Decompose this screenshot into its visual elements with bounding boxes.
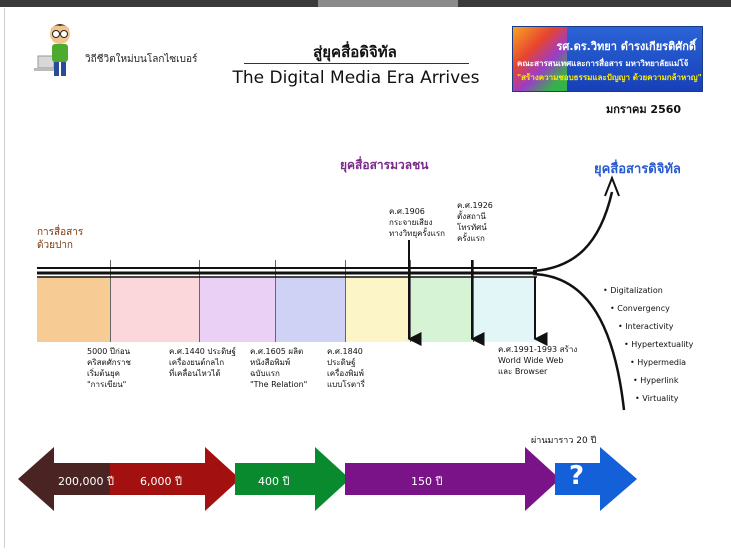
event-text: ค.ศ.1906 กระจายเสียง ทางวิทยุครั้งแรก [389,207,445,238]
event-text: ค.ศ.1440 ประดิษฐ์ เครื่องยนต์กลไก ที่เคล… [169,347,236,378]
era-oral: การสื่อสาร ด้วยปาก [37,226,83,252]
feature-convergency: Convergency [610,304,670,313]
author-name: รศ.ดร.วิทยา ดำรงเกียรติศักดิ์ [556,40,696,53]
author-slogan: "สร้างความชอบธรรมและปัญญา ด้วยความกล้าหา… [517,73,702,82]
title-thai: สู่ยุคสื่อดิจิทัล [313,43,397,61]
event-label-radio: ค.ศ.1906 กระจายเสียง ทางวิทยุครั้งแรก [389,206,445,239]
segment-mechanical [199,277,275,342]
author-faculty: คณะสารสนเทศและการสื่อสาร มหาวิทยาลัยแม่โ… [517,59,689,68]
duration-label: 200,000 ปี [58,475,114,488]
event-text: ค.ศ.1840 ประดิษฐ์ เครื่องพิมพ์ แบบโรตารี… [327,347,365,389]
feature-virtuality: Virtuality [635,394,678,403]
duration-label: 400 ปี [258,475,290,488]
duration-label: 6,000 ปี [140,475,182,488]
segment-divider [110,260,111,342]
segment-divider [473,260,474,342]
date: มกราคม 2560 [606,103,682,116]
left-rule [4,8,5,548]
segment-radio [410,277,473,342]
segment-newspaper [275,277,345,342]
era-digital-media: ยุคสื่อสารดิจิทัล [594,162,681,177]
arrow-duration-6000 [110,447,240,511]
author-card: รศ.ดร.วิทยา ดำรงเกียรติศักดิ์ คณะสารสนเท… [512,26,703,92]
digital-fork-down [532,272,626,411]
event-label-newspaper: ค.ศ.1605 ผลิต หนังสือพิมพ์ ฉบับแรก "The … [250,346,307,390]
era-mass-media: ยุคสื่อสารมวลชน [340,158,429,172]
feature-interactivity: Interactivity [618,322,673,331]
arrow-duration-future [555,447,637,511]
title-underline [244,63,469,64]
digital-fork-arrowhead [604,175,620,197]
event-text: ค.ศ.1926 ตั้งสถานี โทรทัศน์ ครั้งแรก [457,201,493,243]
card-burst-graphic [513,27,567,91]
digital-fork-up [532,191,614,273]
blogger-mascot-logo [34,24,70,76]
arrow-duration-400 [235,447,350,511]
duration-label: 150 ปี [411,475,443,488]
segment-divider [345,260,346,342]
feature-hypermedia: Hypermedia [630,358,686,367]
future-question-mark: ? [569,461,585,491]
blog-name: วิถีชีวิตใหม่บนโลกไซเบอร์ [85,54,198,65]
segment-television [473,277,536,342]
event-text: 5000 ปีก่อน คริสตศักราช เริ่มต้นยุค "การ… [87,347,131,389]
feature-hypertextuality: Hypertextuality [624,340,693,349]
event-label-rotary-print: ค.ศ.1840 ประดิษฐ์ เครื่องพิมพ์ แบบโรตารี… [327,346,365,390]
top-bar-tab [318,0,458,7]
event-label-television: ค.ศ.1926 ตั้งสถานี โทรทัศน์ ครั้งแรก [457,200,493,244]
arrow-duration-200000 [18,447,118,511]
event-label-writing: 5000 ปีก่อน คริสตศักราช เริ่มต้นยุค "การ… [87,346,131,390]
segment-oral [37,277,110,342]
event-label-www: ค.ศ.1991-1993 สร้าง World Wide Web และ B… [498,344,577,377]
feature-digitalization: Digitalization [603,286,663,295]
segment-divider [275,260,276,342]
arrow-duration-150 [345,447,560,511]
event-label-mechanical: ค.ศ.1440 ประดิษฐ์ เครื่องยนต์กลไก ที่เคล… [169,346,236,379]
segment-writing [110,277,199,342]
top-bar [0,0,731,7]
event-text: ค.ศ.1991-1993 สร้าง World Wide Web และ B… [498,345,578,376]
segment-divider [199,260,200,342]
duration-label-recent: ผ่านมาราว 20 ปี [531,436,597,446]
event-text: ค.ศ.1605 ผลิต หนังสือพิมพ์ ฉบับแรก "The … [250,347,308,389]
era-oral-label: การสื่อสาร ด้วยปาก [37,227,84,251]
segment-rotary-print [345,277,410,342]
title-english: The Digital Media Era Arrives [232,68,480,88]
feature-hyperlink: Hyperlink [633,376,678,385]
segment-divider [410,260,411,342]
